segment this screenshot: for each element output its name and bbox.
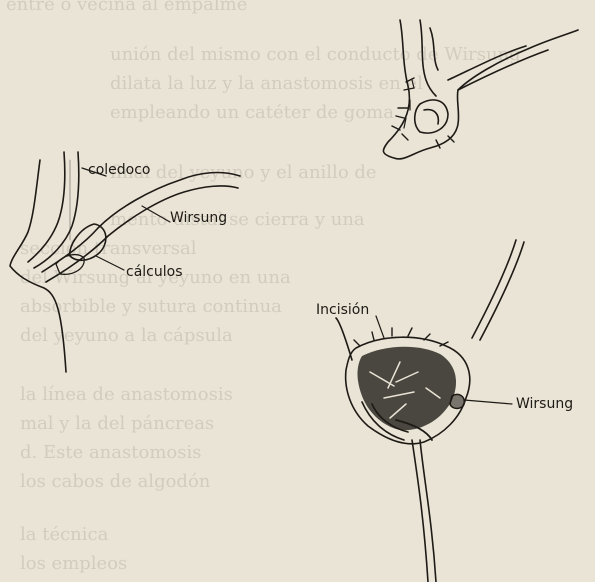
- label-calculos: cálculos: [126, 264, 183, 280]
- label-incision: Incisión: [316, 302, 369, 318]
- wirsung-marker: [450, 394, 464, 408]
- label-coledoco: coledoco: [88, 162, 150, 178]
- duct-outline: [383, 20, 578, 159]
- figure-bottom-incision: [336, 240, 524, 582]
- figure-left-duct-anatomy: [10, 152, 240, 372]
- label-wirsung-left: Wirsung: [170, 210, 227, 226]
- calculi-stone: [56, 255, 84, 275]
- label-wirsung-right: Wirsung: [516, 396, 573, 412]
- suture-marks: [392, 78, 454, 148]
- figure-top-anastomosis: [383, 20, 578, 159]
